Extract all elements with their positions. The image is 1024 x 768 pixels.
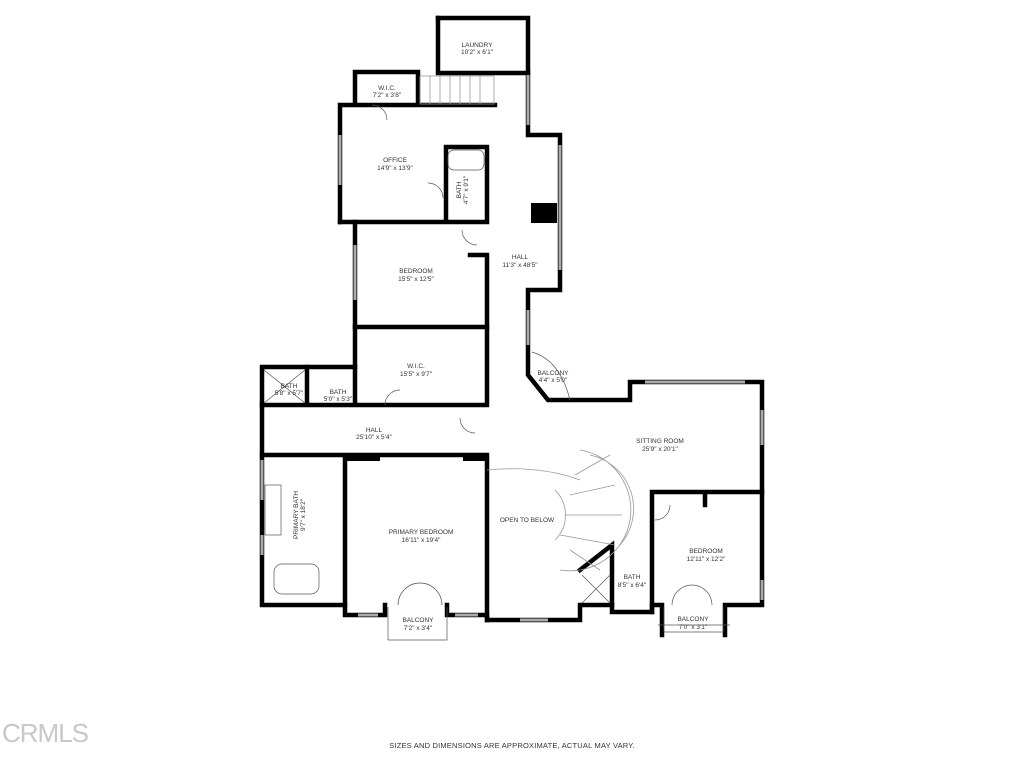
room-dims: 7'2" x 3'8"	[373, 92, 402, 99]
room-name: PRIMARY BEDROOM	[389, 529, 454, 536]
room-name: W.I.C.	[378, 85, 396, 92]
room-name: BATH	[456, 181, 463, 198]
room-name: HALL	[366, 427, 383, 434]
room-dims: 8'5" x 6'4"	[618, 582, 647, 589]
crmls-logo: CRMLS	[2, 718, 89, 748]
room-labels: LAUNDRY 10'2" x 6'1" W.I.C. 7'2" x 3'8" …	[275, 42, 726, 632]
room-dims: 5'8" x 5'7"	[275, 390, 304, 397]
room-dims: 15'5" x 12'5"	[398, 276, 434, 283]
staircase	[419, 75, 634, 572]
room-name: LAUNDRY	[462, 42, 494, 49]
room-name: OPEN TO BELOW	[500, 517, 555, 524]
room-dims: 15'5" x 9'7"	[400, 371, 433, 378]
room-name: BALCONY	[677, 616, 709, 623]
room-dims: 5'0" x 5'3"	[324, 396, 353, 403]
windows	[260, 75, 764, 622]
disclaimer-text: SIZES AND DIMENSIONS ARE APPROXIMATE, AC…	[389, 741, 635, 750]
room-name: BATH	[281, 383, 298, 390]
room-dims: 4'4" x 5'0"	[539, 377, 568, 384]
room-name: BEDROOM	[689, 548, 723, 555]
bathtub-icon	[447, 149, 485, 171]
room-dims: 7'2" x 3'4"	[404, 625, 433, 632]
room-dims: 11'3" x 48'5"	[502, 262, 538, 269]
room-name: HALL	[512, 254, 529, 261]
room-dims: 14'9" x 13'9"	[377, 165, 413, 172]
shower-icon	[581, 574, 611, 604]
room-dims: 9'7" x 18'2"	[300, 498, 307, 531]
room-name: BALCONY	[402, 617, 434, 624]
room-name: BALCONY	[537, 370, 569, 377]
room-name: SITTING ROOM	[636, 438, 684, 445]
room-dims: 25'10" x 5'4"	[356, 434, 392, 441]
room-dims: 4'7" x 9'1"	[463, 175, 470, 204]
bathtub-icon	[273, 563, 320, 595]
room-name: BATH	[624, 574, 641, 581]
room-name: PRIMARY BATH	[293, 491, 300, 539]
fixtures	[263, 104, 730, 641]
room-dims: 25'9" x 20'1"	[642, 446, 678, 453]
walls	[259, 15, 765, 638]
vanity-icon	[264, 484, 282, 536]
room-name: W.I.C.	[407, 363, 425, 370]
fireplace-icon	[531, 203, 557, 223]
room-name: BATH	[330, 389, 347, 396]
room-dims: 10'2" x 6'1"	[461, 49, 494, 56]
room-dims: 16'11" x 19'4"	[402, 537, 441, 544]
room-dims: 7'0" x 3'1"	[679, 624, 708, 631]
room-name: BEDROOM	[399, 268, 433, 275]
room-dims: 12'11" x 12'2"	[687, 556, 726, 563]
room-name: OFFICE	[383, 157, 407, 164]
shower-icon	[263, 369, 306, 404]
